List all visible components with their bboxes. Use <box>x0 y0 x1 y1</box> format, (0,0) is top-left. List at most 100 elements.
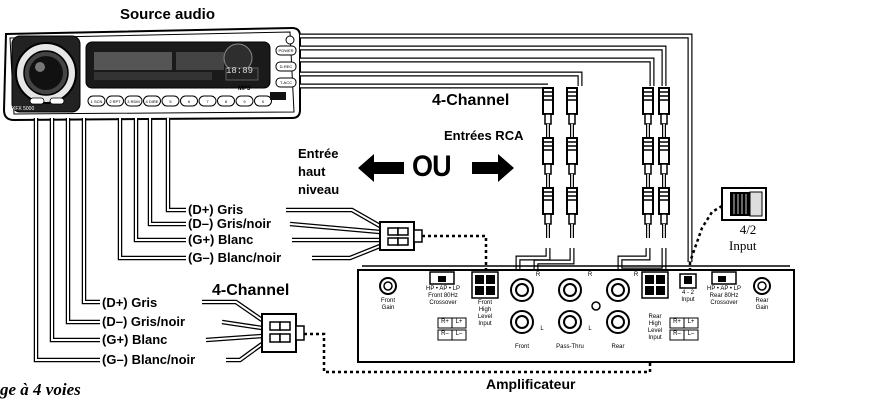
pass-thru-label: Pass-Thru <box>556 344 584 350</box>
front-hl-2: High <box>478 307 492 313</box>
rca-cables-outer <box>300 45 667 89</box>
preset-button-3 <box>124 95 143 107</box>
input-switch-2: Input <box>681 297 695 303</box>
pin-rear-lminus: L– <box>687 331 695 337</box>
pin-front-lplus: L+ <box>455 319 463 325</box>
rca-plug-3-1 <box>642 87 654 138</box>
wire-lower-2: (D–) Gris/noir <box>102 314 186 329</box>
front-gain-2: Gain <box>381 305 395 311</box>
preset-button-9 <box>235 95 254 107</box>
rca-plug-2-1 <box>566 87 578 138</box>
preset-button-label-8: 8 <box>224 99 228 104</box>
head-unit-model: XFX 5000 <box>12 106 35 112</box>
r-label-rear: R <box>633 272 639 278</box>
front-hl-4: Input <box>478 321 492 327</box>
l-label-pass: L <box>588 326 592 332</box>
wire-lower-1: (D+) Gris <box>102 295 158 310</box>
display-mp3: MP3 <box>238 86 251 92</box>
rca-plug-1-1 <box>542 87 554 138</box>
preset-buttons <box>87 95 272 107</box>
harness-plug-upper <box>379 221 423 251</box>
wire-upper-2: (D–) Gris/noir <box>188 216 272 231</box>
preset-button-7 <box>198 95 217 107</box>
display-clock: 18:89 <box>226 66 254 76</box>
wire-upper-1: (D+) Gris <box>188 202 244 217</box>
side-button-power: POWER <box>278 48 294 53</box>
wire-lower-3: (G+) Blanc <box>102 332 168 347</box>
rear-gain-2: Gain <box>755 305 769 311</box>
pin-rear-rminus: R– <box>673 331 681 337</box>
rca-plug-3-2 <box>642 137 654 188</box>
input-switch-1: 4 - 2 <box>681 290 694 296</box>
input-switch-box <box>721 187 767 221</box>
front-gain-1: Front <box>380 298 395 304</box>
r-label-front: R <box>535 272 541 278</box>
wire-upper-3: (G+) Blanc <box>188 232 254 247</box>
pin-rear-rplus: R+ <box>673 319 681 325</box>
l-label-front: L <box>540 326 544 332</box>
switch-box-line1: 4/2 <box>739 222 757 237</box>
rear-hl-3: Level <box>647 328 663 334</box>
amplifier-label: Amplificateur <box>486 376 576 392</box>
arrows <box>358 154 514 182</box>
harness-plug-lower <box>261 313 305 353</box>
amplifier-body <box>357 265 795 363</box>
caption-partial: ge à 4 voies <box>0 380 81 399</box>
switch-box-line2: Input <box>729 238 757 253</box>
arrow-right <box>472 154 514 182</box>
preset-button-label-1: 1 SCN <box>90 99 103 104</box>
preset-button-10 <box>254 95 272 107</box>
rear-rca-label: Rear <box>611 344 625 350</box>
preset-button-4 <box>143 95 161 107</box>
source-audio-title: Source audio <box>120 6 216 23</box>
preset-button-label-10: 0 <box>261 99 265 104</box>
rear-xover-3: Crossover <box>710 300 738 306</box>
front-rca-label: Front <box>514 344 529 350</box>
pin-front-rplus: R+ <box>441 319 449 325</box>
wire-upper-4: (G–) Blanc/noir <box>188 250 282 265</box>
pin-front-lminus: L– <box>455 331 463 337</box>
r-label-pass: R <box>587 272 593 278</box>
preset-button-label-9: 9 <box>243 99 246 104</box>
side-button-drec: D-REC <box>279 64 293 69</box>
preset-button-label-6: 6 <box>187 99 191 104</box>
preset-button-8 <box>217 95 235 107</box>
preset-button-label-4: 4 DIRE <box>145 99 159 104</box>
rca-inputs-label: Entrées RCA <box>444 128 524 143</box>
channel-label-bottom: 4-Channel <box>212 282 290 299</box>
rca-plug-4-3 <box>658 187 670 238</box>
rear-xover-1: HP • AP • LP <box>707 286 741 292</box>
front-xover-2: Front 80Hz <box>428 293 458 299</box>
rca-plug-1-2 <box>542 137 554 188</box>
rca-connector-stacks <box>542 87 670 238</box>
rear-hl-1: Rear <box>648 314 662 320</box>
head-unit <box>2 26 301 122</box>
rear-hl-4: Input <box>648 335 662 341</box>
rca-plug-2-2 <box>566 137 578 188</box>
preset-button-6 <box>180 95 198 107</box>
front-xover-1: HP • AP • LP <box>426 286 460 292</box>
high-level-line2: haut <box>298 164 326 179</box>
rear-xover-2: Rear 80Hz <box>709 293 739 299</box>
or-label: OU <box>412 150 452 183</box>
rca-plug-4-1 <box>658 87 670 138</box>
preset-button-5 <box>161 95 180 107</box>
rca-plug-2-3 <box>566 187 578 238</box>
rca-plug-3-3 <box>642 187 654 238</box>
side-button-tacc: T-ACC <box>280 80 292 85</box>
preset-button-label-2: 2 RPT <box>109 99 121 104</box>
preset-button-1 <box>87 95 106 107</box>
front-hl-3: Level <box>477 314 493 320</box>
front-xover-3: Crossover <box>429 300 457 306</box>
arrow-left <box>358 154 404 182</box>
high-level-line1: Entrée <box>298 146 339 161</box>
rear-gain-1: Rear <box>755 298 769 304</box>
preset-button-label-7: 7 <box>206 99 209 104</box>
preset-button-label-3: 3 RDM <box>127 99 140 104</box>
pin-rear-lplus: L+ <box>687 319 695 325</box>
preset-button-label-5: 5 <box>169 99 172 104</box>
preset-button-2 <box>106 95 124 107</box>
rca-plug-1-3 <box>542 187 554 238</box>
